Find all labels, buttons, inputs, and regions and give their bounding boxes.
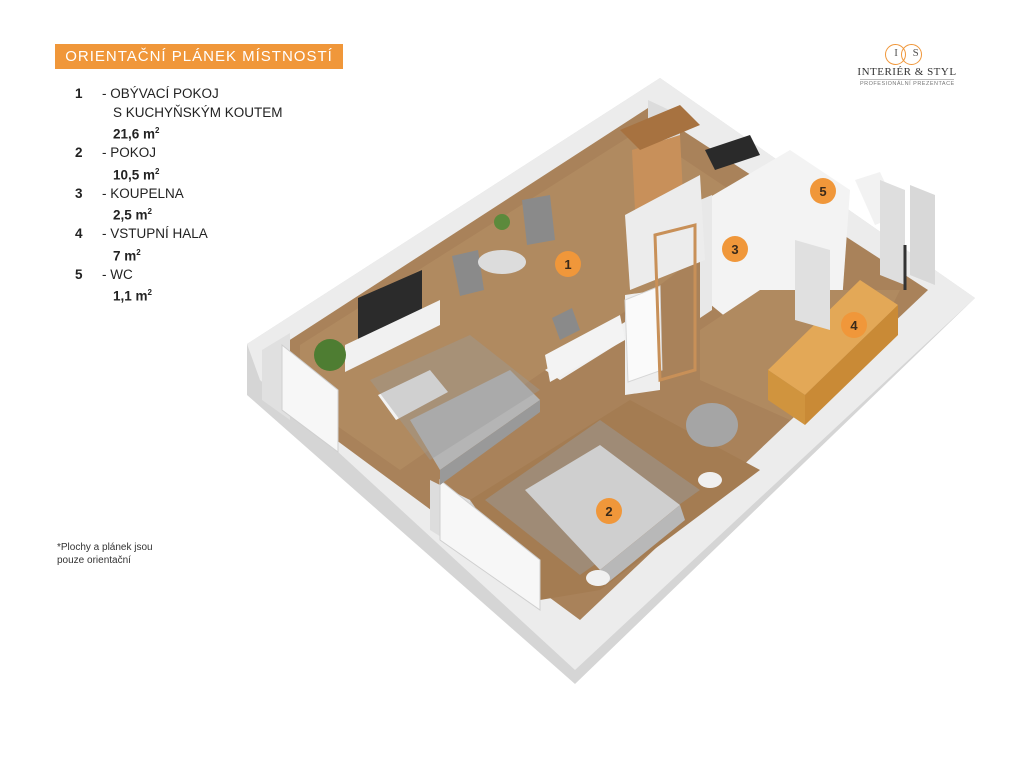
- living-rug: [370, 335, 540, 460]
- living-plant: [314, 339, 346, 371]
- note-line1: *Plochy a plánek jsou: [57, 542, 153, 553]
- note-line2: pouze orientační: [57, 555, 131, 566]
- hall-wardrobe-side: [805, 305, 898, 425]
- disclaimer-note: *Plochy a plánek jsou pouze orientační: [57, 541, 177, 567]
- company-logo: I S INTERIÉR & STYL PROFESIONÁLNÍ PREZEN…: [852, 44, 962, 88]
- dining-plant: [494, 214, 510, 230]
- legend-name: - KOUPELNA: [102, 185, 184, 201]
- desk: [545, 315, 625, 382]
- bed-headboard: [600, 505, 685, 585]
- room-marker-4: 4: [841, 312, 867, 338]
- legend-name-line2: S KUCHYŇSKÝM KOUTEM: [113, 104, 283, 120]
- sofa: [410, 370, 540, 470]
- legend-name: - POKOJ: [102, 145, 157, 160]
- kitchen-hob: [705, 135, 760, 170]
- legend-name: - VSTUPNÍ HALA: [102, 226, 208, 241]
- coffee-table: [378, 370, 448, 420]
- hall-wardrobe-front: [768, 370, 805, 425]
- legend-area: 10,5 m2: [113, 166, 160, 183]
- room-marker-3: 3: [722, 236, 748, 262]
- legend-num: 3: [75, 185, 83, 201]
- legend-item-room: 2 - POKOJ 10,5 m2: [75, 144, 283, 185]
- bedside-table-1: [698, 472, 722, 488]
- legend-num: 5: [75, 266, 83, 282]
- legend-item-hall: 4 - VSTUPNÍ HALA 7 m2: [75, 225, 283, 266]
- dining-table: [478, 250, 526, 274]
- sofa-back: [440, 400, 540, 485]
- room-legend: 1 - OBÝVACÍ POKOJ S KUCHYŇSKÝM KOUTEM 21…: [75, 85, 283, 306]
- window-bottom: [439, 478, 541, 611]
- legend-area: 7 m2: [113, 247, 141, 264]
- legend-area: 1,1 m2: [113, 288, 152, 304]
- door-frame-hall: [653, 223, 697, 382]
- legend-num: 4: [75, 226, 83, 241]
- door-bathroom: [795, 240, 830, 330]
- page-title: ORIENTAČNÍ PLÁNEK MÍSTNOSTÍ: [65, 48, 333, 65]
- bedside-table-2: [586, 570, 610, 586]
- wall-bath-left: [700, 195, 712, 318]
- logo-name: INTERIÉR & STYL: [857, 66, 957, 78]
- legend-item-bathroom: 3 - KOUPELNA 2,5 m2: [75, 185, 283, 226]
- tv-unit: [345, 300, 440, 372]
- logo-subtitle: PROFESIONÁLNÍ PREZENTACE: [860, 79, 955, 87]
- door-bedroom: [624, 285, 663, 383]
- kitchen-counter: [620, 105, 700, 150]
- door-entrance-1: [880, 180, 905, 285]
- logo-letters: I S: [894, 47, 925, 59]
- page-title-banner: ORIENTAČNÍ PLÁNEK MÍSTNOSTÍ: [55, 44, 343, 69]
- logo-ring-icon: [901, 44, 922, 65]
- desk-chair: [552, 308, 580, 340]
- logo-monogram: I S: [852, 44, 962, 66]
- hall-wardrobe: [768, 280, 898, 395]
- dining-chair-1: [522, 195, 555, 245]
- legend-area: 2,5 m2: [113, 207, 152, 223]
- legend-item-living-room: 1 - OBÝVACÍ POKOJ S KUCHYŇSKÝM KOUTEM 21…: [75, 85, 283, 144]
- room-marker-2: 2: [596, 498, 622, 524]
- legend-name: - OBÝVACÍ POKOJ: [102, 86, 219, 101]
- room-marker-1: 1: [555, 251, 581, 277]
- legend-area: 21,6 m2: [113, 126, 160, 142]
- armchair: [686, 403, 738, 447]
- legend-name: - WC: [102, 266, 133, 282]
- legend-num: 2: [75, 145, 83, 160]
- tv: [358, 270, 422, 340]
- dining-chair-2: [452, 250, 484, 296]
- room-marker-5: 5: [810, 178, 836, 204]
- door-entrance-2: [910, 185, 935, 285]
- window-left: [281, 343, 339, 453]
- legend-item-wc: 5 - WC 1,1 m2: [75, 266, 283, 307]
- legend-num: 1: [75, 86, 83, 101]
